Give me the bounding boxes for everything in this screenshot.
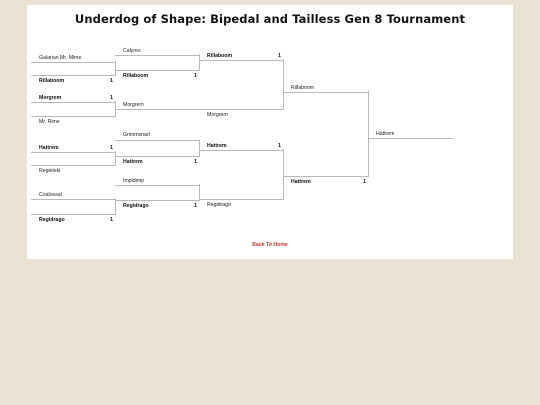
bracket-slot: Coalossal	[31, 187, 115, 200]
competitor-name: Rillaboom	[207, 53, 233, 59]
bracket-connector	[199, 140, 200, 157]
bracket-slot: Regieleki	[31, 165, 115, 178]
bracket-slot: Morgrem	[115, 97, 199, 110]
competitor-name: Grimmsnarl	[123, 132, 150, 138]
back-to-home-link[interactable]: Back To Home	[252, 242, 288, 248]
competitor-name: Regidrago	[39, 217, 65, 223]
bracket-slot: Hattrem 1	[199, 138, 283, 151]
bracket-card	[27, 5, 513, 259]
competitor-score: 1	[194, 73, 197, 79]
bracket-slot: Hattrem 1	[283, 176, 368, 189]
bracket-connector	[115, 151, 116, 166]
page-title: Underdog of Shape: Bipedal and Tailless …	[74, 12, 466, 26]
bracket-connector	[368, 91, 369, 177]
competitor-score: 1	[278, 143, 281, 149]
bracket-slot	[115, 128, 199, 141]
bracket-slot: Regidrago 1	[31, 214, 115, 227]
competitor-score: 1	[194, 159, 197, 165]
champion-slot: Hattrem	[368, 126, 453, 139]
competitor-score: 1	[110, 145, 113, 151]
competitor-name: Hattrem	[291, 179, 311, 185]
bracket-slot: Regidrago 1	[115, 200, 199, 213]
competitor-name: Hattrem	[123, 159, 143, 165]
bracket-slot: Calyrex	[115, 43, 199, 56]
competitor-name: Hattrem	[39, 145, 59, 151]
competitor-name: Galarian Mr. Mime	[39, 55, 82, 61]
competitor-name: Coalossal	[39, 192, 62, 198]
competitor-name: Morgrem	[123, 102, 144, 108]
bracket-slot: Rillaboom 1	[199, 48, 283, 61]
bracket-slot: Morgrem	[199, 109, 283, 122]
bracket-slot: Rillaboom 1	[115, 70, 199, 83]
bracket-slot: Morgrem 1	[31, 90, 115, 103]
competitor-name: Regieleki	[39, 168, 61, 174]
competitor-name: Regidrago	[207, 202, 231, 208]
bracket-connector	[199, 184, 200, 201]
competitor-name: Rillaboom	[39, 78, 65, 84]
bracket-connector	[115, 61, 116, 76]
bracket-slot: Impidimp	[115, 173, 199, 186]
competitor-name: Morgrem	[39, 95, 62, 101]
bracket-slot: Grimmsnarl	[115, 130, 199, 142]
bracket-slot: Rillaboom	[283, 80, 368, 93]
competitor-score: 1	[363, 179, 366, 185]
bracket-slot: Hattrem 1	[115, 156, 199, 169]
competitor-name: Impidimp	[123, 178, 145, 184]
competitor-name: Morgrem	[207, 112, 228, 118]
competitor-score: 1	[278, 53, 281, 59]
competitor-name: Mr. Rime	[39, 119, 60, 125]
bracket-connector	[115, 198, 116, 215]
bracket-connector	[283, 149, 284, 200]
bracket-slot: Hattrem 1	[31, 140, 115, 153]
bracket-slot: Regidrago	[199, 199, 283, 212]
bracket-slot: Rillaboom 1	[31, 75, 115, 88]
competitor-score: 1	[110, 95, 113, 101]
competitor-score: 1	[110, 78, 113, 84]
bracket-connector	[199, 54, 200, 71]
bracket-slot: Galarian Mr. Mime	[31, 50, 115, 63]
bracket-slot: Mr. Rime	[31, 116, 115, 129]
competitor-name: Rillaboom	[291, 85, 315, 91]
competitor-name: Rillaboom	[123, 73, 149, 79]
competitor-name: Regidrago	[123, 203, 149, 209]
competitor-name: Calyrex	[123, 48, 141, 54]
bracket-connector	[283, 59, 284, 110]
champion-name: Hattrem	[376, 131, 395, 137]
competitor-score: 1	[194, 203, 197, 209]
competitor-score: 1	[110, 217, 113, 223]
competitor-name: Hattrem	[207, 143, 227, 149]
